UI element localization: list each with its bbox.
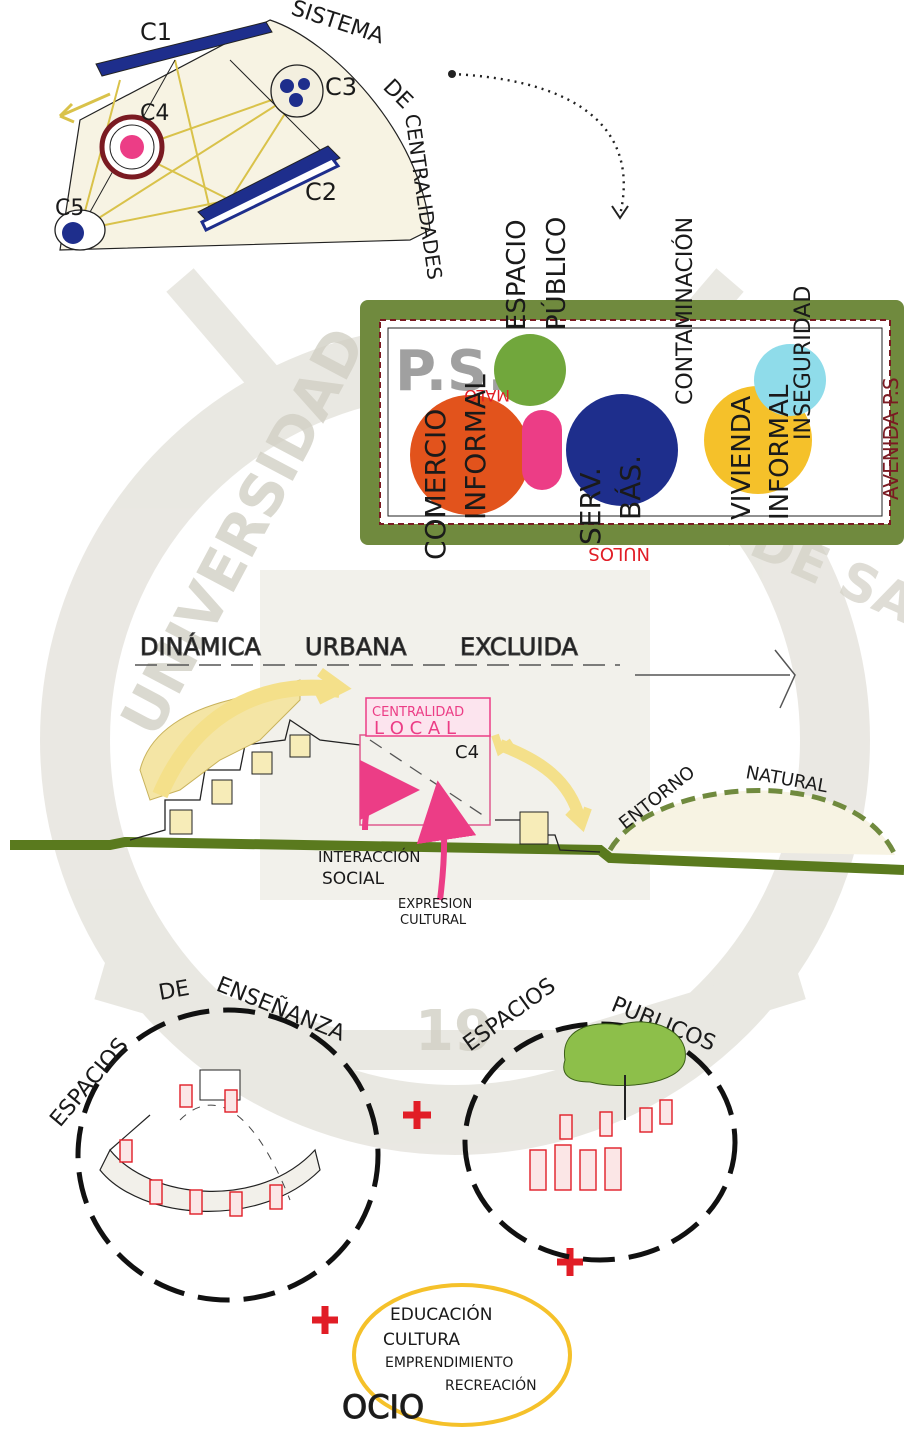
- centralidad-sign: [365, 697, 491, 737]
- excluida-word: EXCLUIDA: [460, 633, 578, 661]
- espacios-word-1: ESPACIOS: [45, 1033, 133, 1131]
- dotted-connector-arrow: [451, 72, 625, 216]
- ps-panel: P.S. ESPACIO PÚBLICO MALO CONTAMINACIÓN …: [360, 217, 904, 564]
- c3-node: [270, 64, 324, 118]
- dotted-arrow-start: [448, 70, 456, 78]
- sistema-arrow: [59, 92, 111, 118]
- expresion-line-2: CULTURAL: [400, 913, 467, 928]
- plus-sign-bottom-right: [557, 1248, 583, 1276]
- result-cultura: CULTURA: [383, 1330, 460, 1350]
- interaccion-line-2: SOCIAL: [322, 869, 385, 889]
- comercio-word: COMERCIO: [419, 409, 452, 560]
- label-c3: C3: [325, 73, 357, 101]
- sistema-area: [59, 19, 431, 251]
- publico-word: PÚBLICO: [540, 217, 572, 330]
- servicios-basicos-circle: [566, 394, 678, 506]
- ps-label: P.S.: [395, 339, 509, 404]
- sistema-centralidades-diagram: C1 C2 C3 C4 C5 SISTEMA DE CENTRALIDADES: [54, 0, 447, 281]
- yellow-double-arrow-left: [152, 679, 342, 799]
- watermark-text-year: 19: [415, 999, 493, 1064]
- avenida-word: AVENIDA P.S: [879, 377, 903, 500]
- label-c2: C2: [305, 178, 337, 206]
- ground-line: [10, 836, 904, 875]
- pink-arrow-interaccion: [359, 760, 420, 831]
- inseguridad-word: INSEGURIDAD: [791, 286, 816, 440]
- plus-sign-middle: [403, 1101, 431, 1129]
- sistema-title-de: DE: [378, 75, 417, 114]
- inseguridad-circle: [754, 344, 826, 416]
- contaminacion-word: CONTAMINACIÓN: [672, 217, 698, 405]
- label-c4: C4: [140, 101, 169, 126]
- entorno-natural-arc: [607, 788, 898, 857]
- result-emprendimiento: EMPRENDIMIENTO: [385, 1355, 513, 1371]
- ensenanza-dashed-circle: [75, 1007, 381, 1303]
- comercio-informal-circle: [410, 395, 530, 515]
- result-circle: [352, 1283, 572, 1427]
- publicos-dashed-circle: [462, 1021, 738, 1263]
- centralidad-word: CENTRALIDAD: [372, 705, 464, 720]
- dotted-arrow-head: [611, 205, 629, 220]
- malo-word: MALO: [464, 386, 510, 405]
- c4-word: C4: [455, 742, 479, 763]
- dinamica-word: DINÁMICA: [140, 632, 261, 661]
- result-ocio: OCIO: [342, 1388, 424, 1426]
- informal-word-2: INFORMAL: [765, 384, 795, 520]
- espacio-publico-circle: [494, 334, 566, 406]
- tree-canopy: [563, 1021, 686, 1087]
- expresion-line-1: EXPRESION: [398, 897, 472, 912]
- people-figures: [529, 1099, 673, 1191]
- servicios-word: SERV.: [574, 467, 607, 545]
- interaccion-line-1: INTERACCIÓN: [318, 847, 421, 866]
- nulos-word: NULOS: [588, 543, 650, 564]
- result-recreacion: RECREACIÓN: [445, 1376, 537, 1394]
- result-educacion: EDUCACIÓN: [390, 1303, 492, 1325]
- stepped-slope: [129, 718, 361, 841]
- vivienda-word: VIVIENDA: [727, 396, 757, 520]
- informal-word-1: INFORMAL: [459, 374, 492, 520]
- plus-sign-bottom-left: [312, 1306, 338, 1334]
- dinamica-section: DINÁMICA URBANA EXCLUIDA CENTRALIDAD L O…: [10, 632, 904, 928]
- urbana-word: URBANA: [305, 633, 407, 661]
- dinamica-arrow-head: [774, 649, 796, 709]
- label-c1: C1: [140, 18, 172, 46]
- basicos-word: BÁS.: [613, 455, 647, 520]
- yellow-double-arrow-right: [497, 739, 586, 822]
- espacio-word: ESPACIO: [502, 219, 532, 330]
- c2-bar-outline: [199, 156, 341, 232]
- magenta-pill: [522, 410, 562, 490]
- pink-arrow-expresion: [416, 780, 477, 901]
- amphitheater-sketch: [99, 1148, 321, 1212]
- label-c5: C5: [55, 196, 84, 221]
- right-building: [519, 811, 549, 845]
- hillside-buildings: [169, 734, 311, 835]
- de-word: DE: [157, 976, 192, 1006]
- seal-ribbon: [94, 960, 806, 1070]
- students-figures: [119, 1084, 283, 1217]
- c1-bar: [95, 21, 273, 77]
- amphitheater-dashed: [179, 1104, 291, 1201]
- local-word: L O C A L: [374, 718, 456, 739]
